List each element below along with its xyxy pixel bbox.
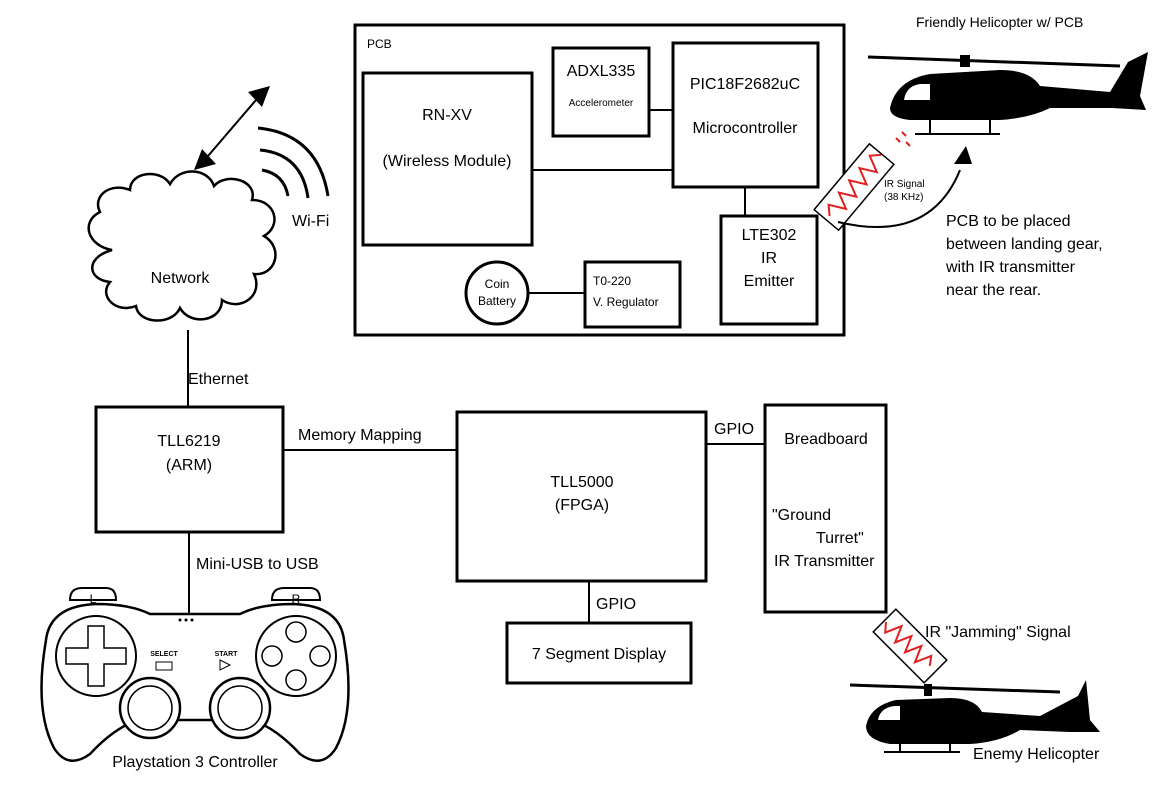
jamming-signal xyxy=(872,608,948,684)
friendly-note-2: between landing gear, xyxy=(946,236,1103,253)
pic-box xyxy=(671,41,820,189)
jamming-label: IR "Jamming" Signal xyxy=(925,624,1071,641)
wifi-label: Wi-Fi xyxy=(292,213,329,230)
arm-box xyxy=(94,405,285,534)
wifi-arrow-head-down xyxy=(194,149,216,170)
fpga-box xyxy=(455,410,708,583)
network-cloud xyxy=(87,170,277,322)
seg-label: 7 Segment Display xyxy=(532,646,666,663)
ps3-label: Playstation 3 Controller xyxy=(112,754,278,771)
pic-name: PIC18F2682uC xyxy=(690,76,800,93)
ps3-start-label: START xyxy=(215,651,239,658)
coin-line2: Battery xyxy=(478,294,516,308)
friendly-pointer-head xyxy=(954,146,972,164)
coin-line1: Coin xyxy=(485,277,510,291)
ps3-r-label: R xyxy=(292,592,301,606)
breadboard-title: Breadboard xyxy=(784,431,868,448)
enemy-helicopter-icon xyxy=(849,680,1100,753)
ethernet-label: Ethernet xyxy=(188,371,249,388)
lte-box xyxy=(719,214,819,326)
friendly-note-4: near the rear. xyxy=(946,282,1041,299)
reg-line2: V. Regulator xyxy=(593,295,659,309)
friendly-note-1: PCB to be placed xyxy=(946,213,1071,230)
network-label: Network xyxy=(151,270,211,287)
fpga-desc: (FPGA) xyxy=(555,497,609,514)
wifi-arrow-head-up xyxy=(248,86,270,107)
adxl-name: ADXL335 xyxy=(567,63,636,80)
pcb-group: PCB RN-XV (Wireless Module) ADXL335 Acce… xyxy=(353,23,846,337)
coin-battery xyxy=(464,260,530,326)
wifi-arrow-shaft xyxy=(207,99,257,157)
usb-label: Mini-USB to USB xyxy=(196,556,319,573)
enemy-label: Enemy Helicopter xyxy=(973,746,1100,763)
ps3-select-label: SELECT xyxy=(150,651,178,658)
network-group: Network Wi-Fi xyxy=(87,86,330,322)
friendly-title: Friendly Helicopter w/ PCB xyxy=(916,14,1083,30)
friendly-ir-line2: (38 KHz) xyxy=(884,192,923,203)
adxl-box xyxy=(551,46,651,138)
rnxv-desc: (Wireless Module) xyxy=(383,153,512,170)
pic-desc: Microcontroller xyxy=(693,120,799,137)
fpga-name: TLL5000 xyxy=(550,474,613,491)
wifi-waves xyxy=(257,126,330,199)
breadboard-line3: IR Transmitter xyxy=(774,553,875,570)
rnxv-box xyxy=(361,71,534,247)
friendly-ir-signal xyxy=(813,131,911,232)
breadboard-line1: "Ground xyxy=(772,507,831,524)
lte-line1: LTE302 xyxy=(742,227,797,244)
regulator-box xyxy=(583,260,682,329)
arm-name: TLL6219 xyxy=(157,433,220,450)
friendly-ir-line1: IR Signal xyxy=(884,179,925,190)
breadboard-line2: Turret" xyxy=(816,530,864,547)
pcb-label: PCB xyxy=(367,37,392,51)
friendly-helicopter-group: Friendly Helicopter w/ PCB IR Signal (38… xyxy=(813,14,1148,299)
breadboard-box xyxy=(763,403,888,614)
arm-desc: (ARM) xyxy=(166,457,212,474)
reg-line1: T0-220 xyxy=(593,274,631,288)
ps3-controller-icon: L R SELECT START xyxy=(40,587,350,762)
rnxv-name: RN-XV xyxy=(422,107,472,124)
friendly-helicopter-icon xyxy=(867,52,1148,135)
friendly-note-3: with IR transmitter xyxy=(945,259,1076,276)
lte-line3: Emitter xyxy=(744,273,795,290)
adxl-desc: Accelerometer xyxy=(569,98,634,109)
seg-box xyxy=(505,621,693,685)
lte-line2: IR xyxy=(761,250,777,267)
gpio-right-label: GPIO xyxy=(714,421,754,438)
memory-label: Memory Mapping xyxy=(298,427,422,444)
friendly-pointer-curve xyxy=(837,169,961,229)
ps3-l-label: L xyxy=(90,592,97,606)
gpio-down-label: GPIO xyxy=(596,596,636,613)
